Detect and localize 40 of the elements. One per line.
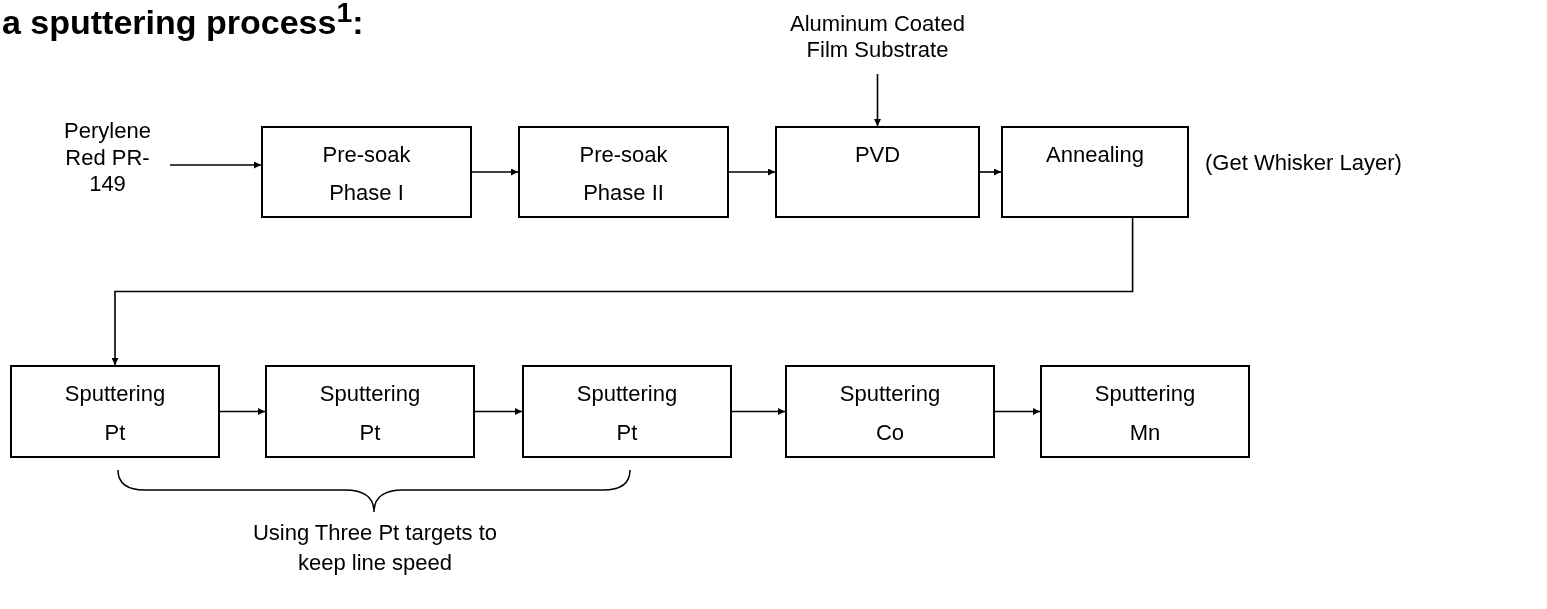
process-box <box>261 126 472 218</box>
step-detail: Pt <box>104 419 126 446</box>
process-box <box>775 126 980 218</box>
step-name: Sputtering <box>64 381 166 408</box>
step-detail: Co <box>875 419 905 446</box>
process-box <box>1001 126 1189 218</box>
arrow <box>474 408 523 415</box>
input-text: Aluminum Coated Film Substrate <box>790 10 965 64</box>
arrow <box>874 73 881 127</box>
step-detail: Phase II <box>583 179 664 206</box>
title: a sputtering process$^{1}$: <box>2 0 364 43</box>
step-note: (Get Whisker Layer) <box>1205 150 1402 176</box>
step-detail: Mn <box>1129 419 1161 446</box>
step-detail: Phase I <box>329 179 404 206</box>
brace-note: Using Three Pt targets to keep line speed <box>251 519 499 577</box>
step-name: Sputtering <box>839 381 941 408</box>
arrow <box>111 217 1134 366</box>
step-detail: Pt <box>616 419 638 446</box>
arrow <box>979 168 1002 176</box>
step-name: Pre-soak <box>322 142 411 169</box>
arrow <box>169 161 262 169</box>
process-box <box>265 365 475 458</box>
step-name: Sputtering <box>1094 381 1196 408</box>
arrow <box>731 408 786 415</box>
input-text: Perylene Red PR-149 <box>63 118 152 198</box>
step-name: Sputtering <box>576 381 678 408</box>
arrow <box>471 168 519 176</box>
arrow <box>994 408 1041 415</box>
arrow <box>219 408 266 415</box>
step-detail: Pt <box>359 419 381 446</box>
process-box <box>522 365 732 458</box>
process-box <box>1040 365 1250 458</box>
process-box <box>518 126 729 218</box>
arrow <box>728 168 776 176</box>
step-name: PVD <box>854 142 901 169</box>
step-name: Sputtering <box>319 381 421 408</box>
process-box <box>10 365 220 458</box>
step-name: Annealing <box>1046 142 1144 169</box>
step-name: Pre-soak <box>579 142 668 169</box>
process-box <box>785 365 995 458</box>
